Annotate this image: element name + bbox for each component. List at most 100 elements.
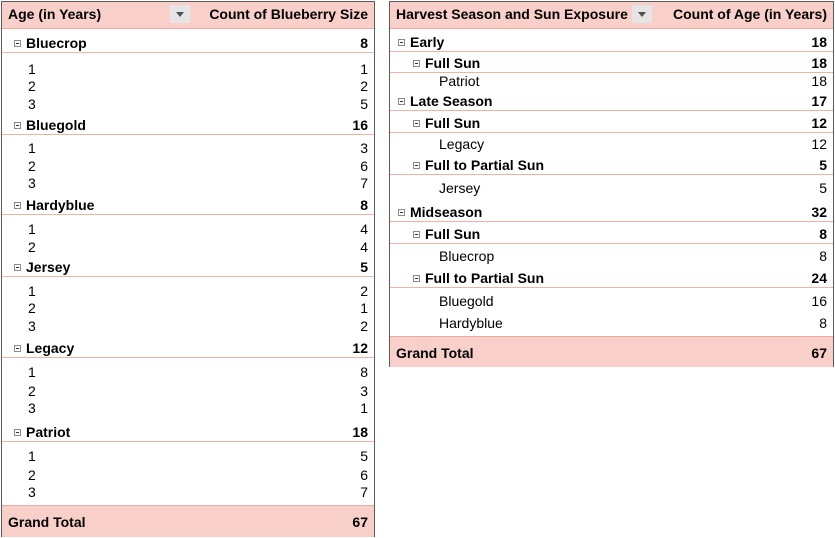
collapse-icon[interactable] (14, 429, 21, 436)
collapse-icon[interactable] (413, 60, 420, 67)
collapse-icon[interactable] (413, 275, 420, 282)
row-label: Legacy (439, 136, 485, 152)
row-label: Bluecrop (26, 35, 87, 51)
grand-total-row[interactable]: Grand Total 67 (2, 505, 374, 537)
row-label: Hardyblue (439, 315, 503, 331)
grand-total-label: Grand Total (8, 514, 86, 530)
collapse-icon[interactable] (413, 120, 420, 127)
row-label: 2 (28, 383, 36, 399)
collapse-icon[interactable] (14, 264, 21, 271)
filter-dropdown-icon[interactable] (170, 5, 190, 23)
grand-total-row[interactable]: Grand Total 67 (390, 336, 833, 367)
row-value: 12 (811, 136, 827, 152)
values-header[interactable]: Count of Age (in Years) (672, 6, 827, 22)
row-value: 5 (360, 96, 368, 112)
row-label: 2 (28, 78, 36, 94)
row-label: Full Sun (425, 55, 481, 71)
variety-row[interactable]: Legacy 12 (390, 135, 833, 153)
row-value: 18 (811, 34, 827, 50)
filter-dropdown-icon[interactable] (632, 5, 652, 23)
row-value: 4 (360, 239, 368, 255)
collapse-icon[interactable] (14, 40, 21, 47)
row-value: 4 (360, 221, 368, 237)
pivot-header: Age (in Years) Count of Blueberry Size (2, 2, 374, 29)
collapse-icon[interactable] (14, 122, 21, 129)
row-value: 32 (811, 204, 827, 220)
sun-exposure-row[interactable]: Full to Partial Sun 5 (390, 156, 833, 175)
row-value: 16 (811, 293, 827, 309)
collapse-icon[interactable] (413, 162, 420, 169)
row-value: 3 (360, 383, 368, 399)
row-label: 1 (28, 221, 36, 237)
row-label: 1 (28, 140, 36, 156)
row-value: 18 (811, 73, 827, 89)
row-label: Midseason (410, 204, 483, 220)
row-value: 3 (360, 140, 368, 156)
variety-row[interactable]: Bluecrop 8 (390, 247, 833, 265)
row-label: Early (410, 34, 445, 50)
collapse-icon[interactable] (413, 231, 420, 238)
row-value: 8 (819, 248, 827, 264)
grand-total-label: Grand Total (396, 345, 474, 361)
row-labels-header[interactable]: Age (in Years) (8, 6, 102, 22)
row-value: 2 (360, 318, 368, 334)
row-label: 3 (28, 175, 36, 191)
collapse-icon[interactable] (398, 98, 405, 105)
row-label: Full to Partial Sun (425, 157, 545, 173)
season-row[interactable]: Early 18 (390, 33, 833, 52)
grand-total-value: 67 (352, 514, 368, 530)
row-value: 2 (360, 283, 368, 299)
season-row[interactable]: Midseason 32 (390, 203, 833, 222)
row-label: 2 (28, 300, 36, 316)
values-header[interactable]: Count of Blueberry Size (209, 6, 368, 22)
season-row[interactable]: Late Season 17 (390, 92, 833, 111)
row-labels-header[interactable]: Harvest Season and Sun Exposure (396, 6, 628, 22)
row-label: Bluecrop (439, 248, 495, 264)
variety-row[interactable]: Bluegold 16 (390, 292, 833, 310)
row-label: Late Season (410, 93, 493, 109)
row-value: 12 (352, 340, 368, 356)
collapse-icon[interactable] (14, 345, 21, 352)
row-label: 3 (28, 96, 36, 112)
collapse-icon[interactable] (398, 209, 405, 216)
collapse-icon[interactable] (398, 39, 405, 46)
row-label: Bluegold (439, 293, 494, 309)
row-value: 2 (360, 78, 368, 94)
row-value: 1 (360, 61, 368, 77)
row-label: Jersey (26, 259, 71, 275)
row-label: Jersey (439, 180, 481, 196)
row-value: 17 (811, 93, 827, 109)
collapse-icon[interactable] (14, 202, 21, 209)
row-value: 5 (819, 157, 827, 173)
